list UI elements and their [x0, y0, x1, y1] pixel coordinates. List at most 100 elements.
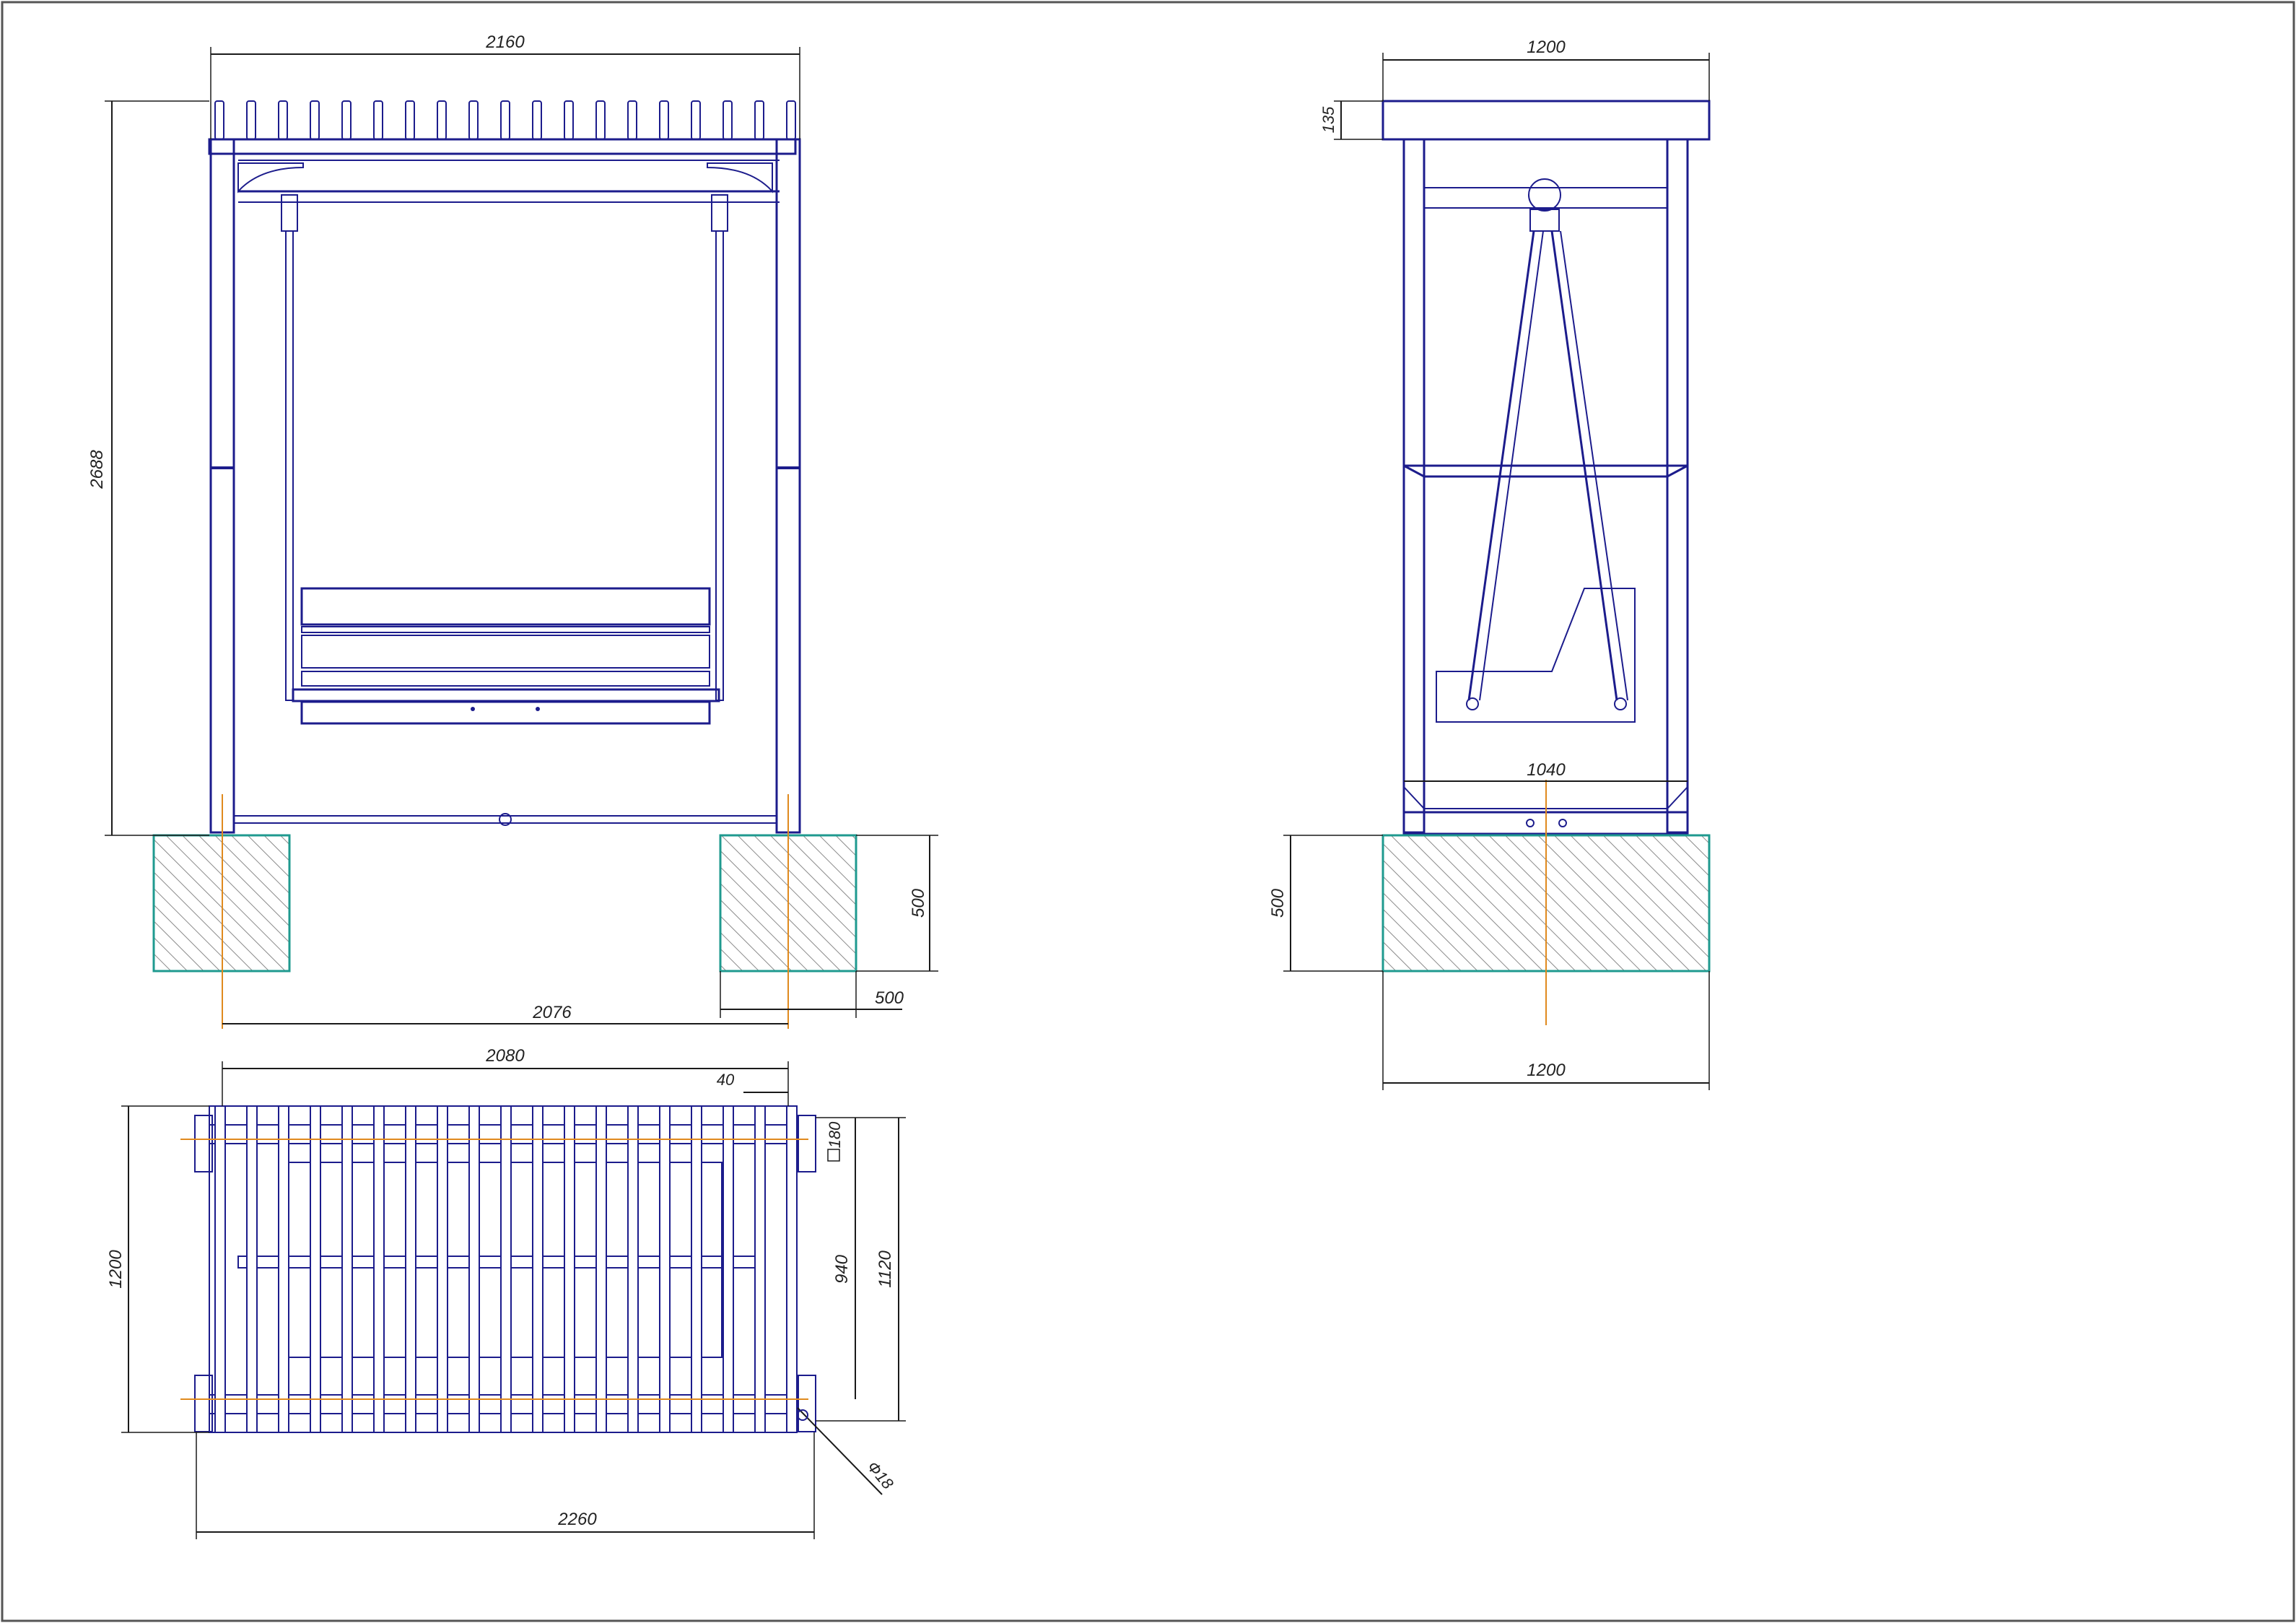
dim-label: 1200: [106, 1250, 126, 1289]
roof-slat: [532, 100, 542, 140]
plan-slat: [595, 1105, 607, 1433]
side-mid-beam: [1403, 464, 1688, 478]
dim-label: 500: [875, 988, 904, 1008]
arm-joint-right: [1614, 697, 1627, 710]
side-base-bolt: [1558, 819, 1567, 827]
roof-slat: [468, 100, 479, 140]
right-bracket: [707, 162, 773, 193]
dim-label: 2160: [485, 32, 525, 52]
left-post: [209, 138, 235, 834]
right-hanger-mount: [711, 194, 728, 232]
side-right-post: [1666, 138, 1689, 834]
dim-label: 40: [717, 1071, 735, 1089]
dim-label: 2080: [485, 1046, 525, 1066]
roof-slat: [310, 100, 320, 140]
side-dim-roof: 135: [1319, 100, 1383, 140]
side-base-bolt: [1526, 819, 1535, 827]
bench-back: [300, 587, 711, 626]
side-dim-bottom: 1200: [1382, 971, 1710, 1090]
left-hanger-mount: [281, 194, 298, 232]
roof-slat: [405, 100, 415, 140]
front-dim-footing-width: 500: [720, 971, 904, 1018]
roof-slat: [500, 100, 510, 140]
roof-slat: [754, 100, 764, 140]
front-dim-height: 2688: [87, 100, 209, 836]
roof-slat: [341, 100, 352, 140]
bench-middle: [301, 635, 710, 669]
roof-beam: [208, 138, 797, 155]
dim-label: 500: [909, 888, 928, 918]
square-symbol: [827, 1149, 840, 1162]
roof-panel: [1381, 100, 1711, 141]
side-dim-inner: 1040: [1404, 760, 1688, 782]
dim-label: 1040: [1527, 760, 1566, 780]
right-post: [775, 138, 801, 834]
plan-slat: [468, 1105, 480, 1433]
plan-slat: [691, 1105, 702, 1433]
dim-label: 1200: [1527, 1061, 1566, 1080]
corner-plate: [798, 1115, 816, 1172]
plan-slat: [627, 1105, 639, 1433]
side-dim-footing-depth: 500: [1268, 835, 1383, 972]
plan-dim-top: 2080: [222, 1046, 789, 1106]
bench-bolt: [471, 707, 475, 711]
side-view: 1200 135 1040 500 1200: [1268, 38, 1711, 1090]
dim-label: 940: [832, 1254, 852, 1284]
dim-label: Ф18: [864, 1458, 898, 1493]
plan-dim-height: 1200: [106, 1105, 209, 1433]
side-bench-profile: [1436, 588, 1636, 723]
plan-dim-1120: 1120: [816, 1117, 906, 1422]
left-hanger-rod: [285, 230, 294, 701]
roof-slat: [595, 100, 606, 140]
plan-dim-940: 940: [832, 1141, 856, 1399]
plan-slat: [405, 1105, 416, 1433]
plan-slat: [310, 1105, 321, 1433]
dim-label: 2260: [557, 1510, 597, 1529]
roof-slat: [627, 100, 637, 140]
roof-slats: [214, 100, 796, 140]
roof-slat: [437, 100, 447, 140]
dim-label: 180: [826, 1121, 844, 1148]
bench-seat-rail: [301, 671, 710, 687]
right-hanger-rod: [715, 230, 724, 701]
roof-slat: [659, 100, 669, 140]
plan-slat: [786, 1105, 798, 1433]
side-pivot-plate: [1529, 209, 1560, 232]
corner-plate: [194, 1115, 213, 1172]
plan-dim-slat: 40: [717, 1071, 788, 1093]
front-dim-top: 2160: [210, 32, 800, 139]
dim-label: 1200: [1527, 38, 1566, 57]
side-top-beam: [1423, 187, 1668, 209]
plan-slats: [214, 1105, 798, 1433]
bench-seat: [292, 688, 720, 702]
dim-label: 500: [1268, 888, 1288, 918]
plan-view: 2080 40 1200 180 940 1120: [106, 1046, 906, 1539]
dim-label: 2076: [532, 1003, 572, 1022]
roof-slat: [214, 100, 224, 140]
roof-slat: [786, 100, 796, 140]
corner-plate: [194, 1375, 213, 1432]
front-view: 2160 2688 500 500 2076: [87, 32, 938, 1029]
roof-slat: [691, 100, 701, 140]
plan-slat: [754, 1105, 766, 1433]
plan-slat: [500, 1105, 512, 1433]
plan-slat: [564, 1105, 575, 1433]
plan-dim-bottom: 2260: [196, 1432, 815, 1539]
dim-label: 1120: [876, 1250, 895, 1288]
plan-slat: [723, 1105, 734, 1433]
roof-slat: [564, 100, 574, 140]
roof-slat: [278, 100, 288, 140]
plan-slat: [246, 1105, 258, 1433]
plan-slat: [214, 1105, 226, 1433]
front-dim-axis-span: 2076: [222, 1003, 788, 1024]
roof-slat: [373, 100, 383, 140]
dim-label: 2688: [87, 450, 107, 489]
corner-plate: [798, 1375, 816, 1432]
plan-slat: [437, 1105, 448, 1433]
plan-slat: [278, 1105, 289, 1433]
plan-slat: [341, 1105, 353, 1433]
dim-label: 135: [1319, 106, 1337, 133]
bench-front: [300, 700, 711, 725]
